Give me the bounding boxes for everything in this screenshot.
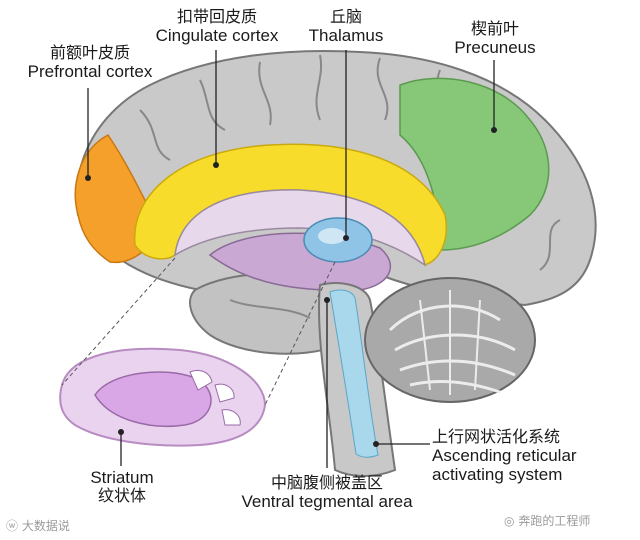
prefrontal-label: 前额叶皮质 Prefrontal cortex <box>10 44 170 81</box>
precuneus-label-en: Precuneus <box>440 38 550 57</box>
aras-label-en1: Ascending reticular <box>432 446 632 465</box>
striatum-label-zh: 纹状体 <box>72 487 172 505</box>
watermark-left: ⓦ 大数据说 <box>6 517 70 534</box>
prefrontal-label-en: Prefrontal cortex <box>10 62 170 81</box>
wechat-icon: ◎ <box>504 514 514 528</box>
cerebellum <box>365 278 535 402</box>
precuneus-label-zh: 楔前叶 <box>440 20 550 38</box>
striatum-inset <box>60 349 265 446</box>
vta-label: 中脑腹侧被盖区 Ventral tegmental area <box>218 474 436 511</box>
watermark-right-text: 奔跑的工程师 <box>518 514 590 528</box>
vta-label-en: Ventral tegmental area <box>218 492 436 511</box>
prefrontal-label-zh: 前额叶皮质 <box>10 44 170 62</box>
precuneus-label: 楔前叶 Precuneus <box>440 20 550 57</box>
cingulate-label: 扣带回皮质 Cingulate cortex <box>132 8 302 45</box>
aras-label-zh: 上行网状活化系统 <box>432 428 632 446</box>
thalamus-highlight <box>318 228 346 244</box>
thalamus-label-en: Thalamus <box>296 26 396 45</box>
aras-label-en2: activating system <box>432 465 632 484</box>
vta-label-zh: 中脑腹侧被盖区 <box>218 474 436 492</box>
thalamus-label: 丘脑 Thalamus <box>296 8 396 45</box>
cingulate-label-en: Cingulate cortex <box>132 26 302 45</box>
thalamus-label-zh: 丘脑 <box>296 8 396 26</box>
watermark-left-text: 大数据说 <box>22 519 70 533</box>
cingulate-label-zh: 扣带回皮质 <box>132 8 302 26</box>
watermark-right: ◎ 奔跑的工程师 <box>504 512 590 529</box>
striatum-label: Striatum 纹状体 <box>72 468 172 505</box>
weibo-icon: ⓦ <box>6 519 18 533</box>
striatum-label-en: Striatum <box>72 468 172 487</box>
aras-label: 上行网状活化系统 Ascending reticular activating … <box>432 428 632 484</box>
